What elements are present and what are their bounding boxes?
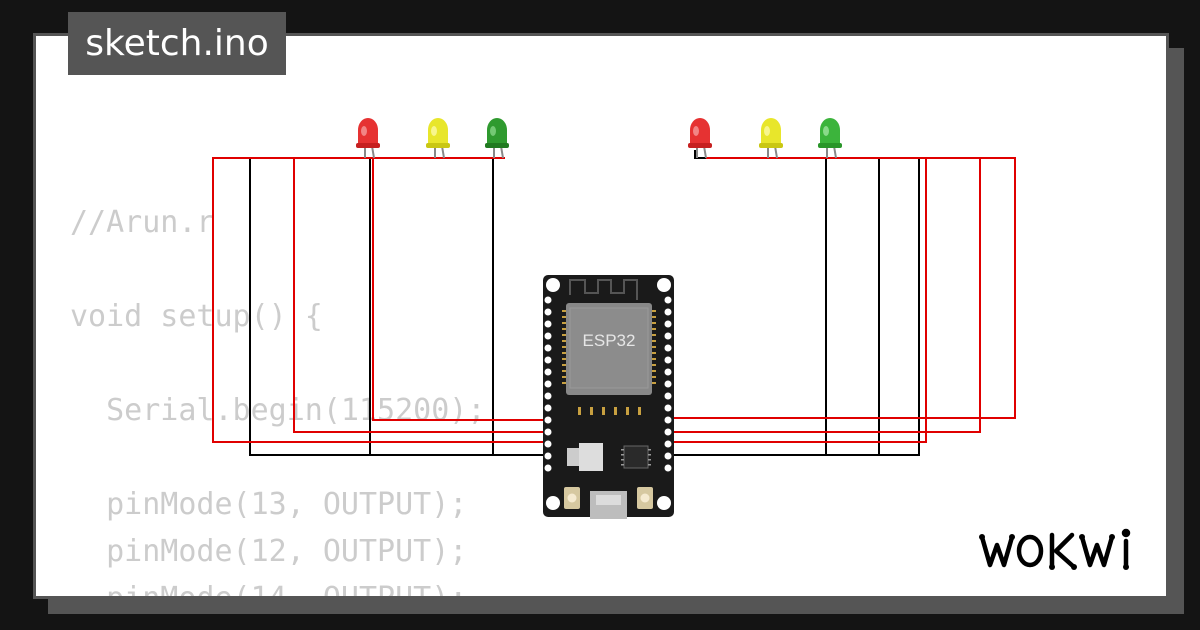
code-line: void setup() {	[70, 299, 323, 334]
code-line: Serial.begin(115200);	[70, 393, 486, 428]
led-yellow-left[interactable]	[426, 118, 450, 159]
wokwi-logo	[979, 528, 1131, 570]
module-pins	[562, 310, 656, 415]
code-line: pinMode(13, OUTPUT);	[70, 487, 468, 522]
wire-red	[372, 157, 548, 421]
code-line: //Arun.r	[70, 205, 215, 240]
wire-red	[293, 157, 548, 433]
code-editor: //Arun.r void setup() { Serial.begin(1152…	[70, 199, 486, 599]
file-tab[interactable]: sketch.ino	[68, 12, 286, 75]
code-line: pinMode(12, OUTPUT);	[70, 534, 468, 569]
led-red-right[interactable]	[688, 118, 712, 159]
reset-button[interactable]	[637, 487, 653, 509]
led-red-left[interactable]	[356, 118, 380, 159]
board-label: ESP32	[583, 331, 636, 350]
header-pins-right	[664, 296, 672, 472]
wire-black	[694, 150, 705, 159]
code-line: pinMode(14, OUTPUT);	[70, 581, 468, 599]
wire-black	[830, 157, 920, 456]
wire-black	[369, 157, 440, 455]
boot-button[interactable]	[564, 487, 580, 509]
wire-red	[668, 157, 981, 433]
wire-red	[212, 157, 548, 443]
header-pins-left	[544, 296, 552, 472]
red-wires	[212, 157, 1016, 443]
wire-black	[492, 157, 548, 456]
led-green-right[interactable]	[818, 118, 842, 159]
wire-red	[668, 157, 927, 443]
led-green-left[interactable]	[485, 118, 509, 159]
wire-red	[668, 157, 1016, 419]
esp32-board[interactable]: ESP32	[543, 275, 674, 519]
wire-black	[668, 157, 827, 456]
led-yellow-right[interactable]	[759, 118, 783, 159]
chip-pins	[621, 449, 651, 466]
